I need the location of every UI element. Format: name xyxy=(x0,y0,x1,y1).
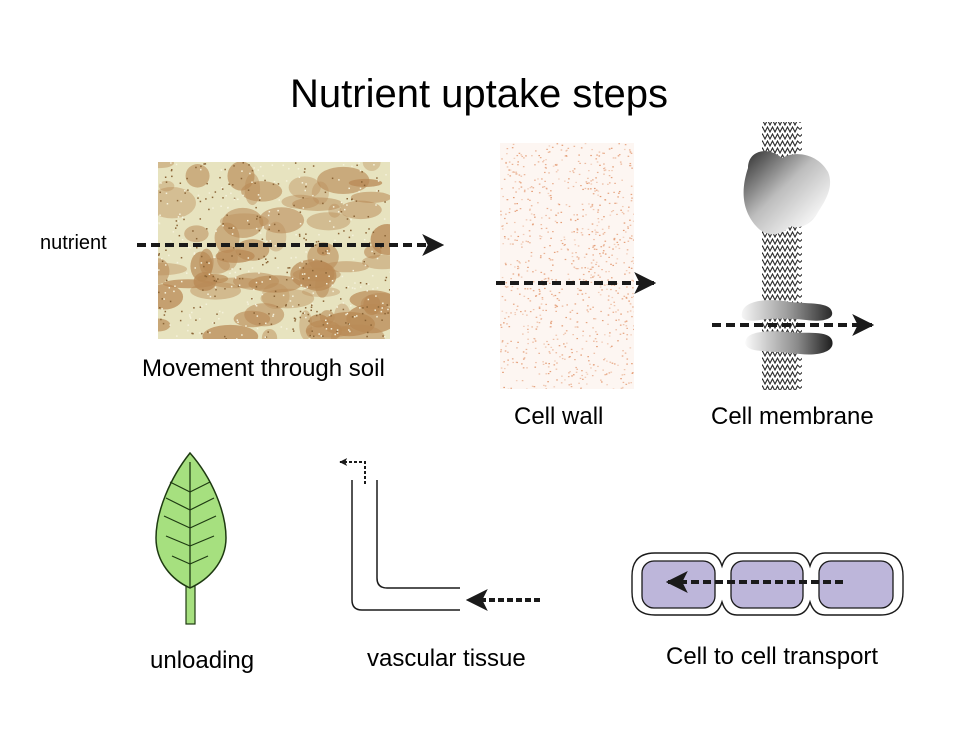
leaf-icon xyxy=(155,451,227,625)
channel-protein xyxy=(741,300,833,355)
cell-to-cell-label: Cell to cell transport xyxy=(666,643,879,670)
soil-label: Movement through soil xyxy=(142,355,385,382)
transport-protein xyxy=(743,151,831,235)
vascular-outflow-arrow xyxy=(339,458,366,484)
vascular-tube xyxy=(351,480,460,611)
cell-wall-texture xyxy=(500,143,634,389)
soil-texture xyxy=(158,162,390,339)
vascular-label: vascular tissue xyxy=(367,645,526,672)
cell-membrane-label: Cell membrane xyxy=(711,403,874,430)
cell-wall-label: Cell wall xyxy=(514,403,604,430)
nutrient-label: nutrient xyxy=(40,232,107,254)
page-title: Nutrient uptake steps xyxy=(290,72,668,116)
unloading-label: unloading xyxy=(150,647,255,674)
